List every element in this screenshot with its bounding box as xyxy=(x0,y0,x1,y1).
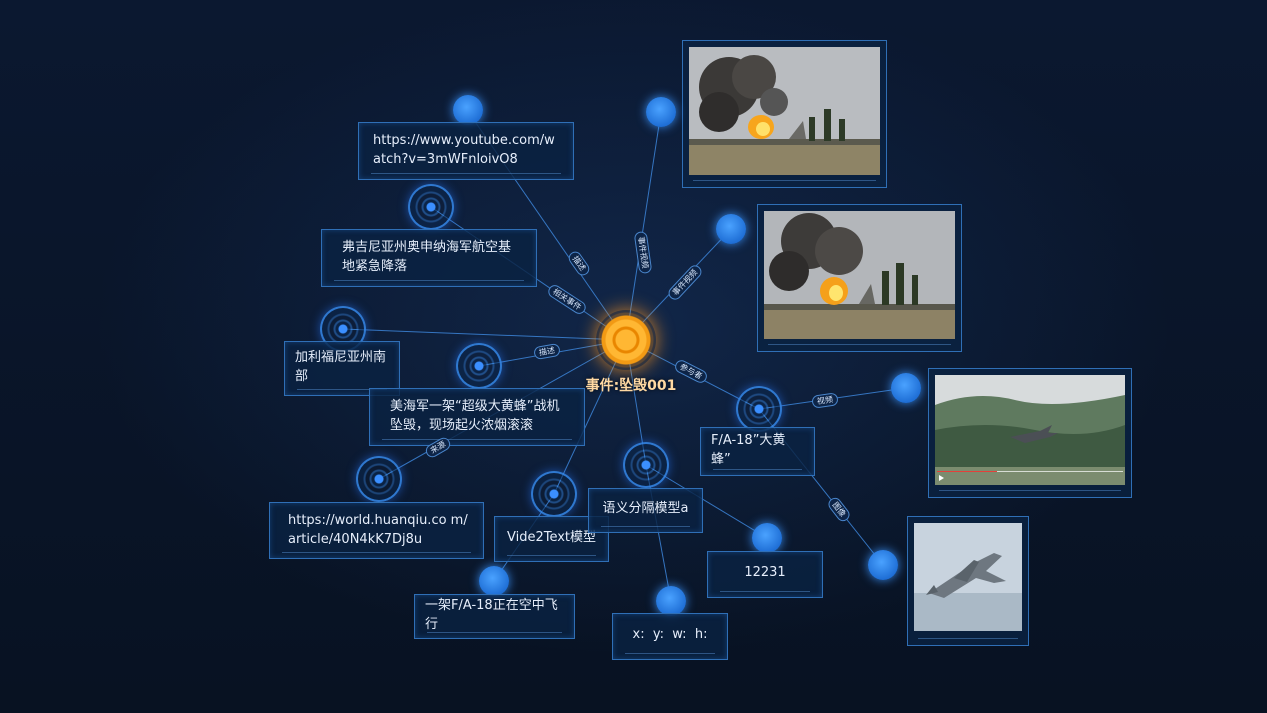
number-12231-text: 12231 xyxy=(744,565,786,580)
crash-photo-2[interactable] xyxy=(757,204,962,352)
semantic-model-card[interactable]: 语义分隔模型a xyxy=(588,488,703,533)
video-node-2[interactable] xyxy=(716,214,746,244)
takeoff-video-frame xyxy=(935,375,1125,485)
flying-node[interactable] xyxy=(479,566,509,596)
youtube-node[interactable] xyxy=(453,95,483,125)
california-south-text: 加利福尼亚州南部 xyxy=(295,349,387,384)
image-node[interactable] xyxy=(868,550,898,580)
crash-photo-1[interactable] xyxy=(682,40,887,188)
takeoff-video-node[interactable] xyxy=(891,373,921,403)
california-south-card[interactable]: 加利福尼亚州南部 xyxy=(284,341,400,396)
virginia-landing-card[interactable]: 弗吉尼亚州奥申纳海军航空基地紧急降落 xyxy=(321,229,537,287)
virginia-landing-text: 弗吉尼亚州奥申纳海军航空基地紧急降落 xyxy=(342,240,512,274)
crash-photo-2-image xyxy=(764,211,955,339)
bbox-fields-text: x: y: w: h: xyxy=(632,627,708,642)
huanqiu-url-text: https://world.huanqiu.co m/article/40N4k… xyxy=(288,513,468,547)
huanqiu-node[interactable] xyxy=(356,456,402,502)
flying-jet-image xyxy=(914,523,1022,631)
takeoff-video[interactable] xyxy=(928,368,1132,498)
hornet-node[interactable] xyxy=(736,386,782,432)
edge-semantic-12231 xyxy=(645,464,768,539)
crash-description-text: 美海军一架“超级大黄蜂”战机坠毁，现场起火浓烟滚滚 xyxy=(390,399,560,433)
vide2text-model-text: Vide2Text模型 xyxy=(506,529,597,545)
number-12231-card[interactable]: 12231 xyxy=(707,551,823,598)
vide2text-node[interactable] xyxy=(531,471,577,517)
flying-jet-photo[interactable] xyxy=(907,516,1029,646)
semantic-model-text: 语义分隔模型a xyxy=(602,501,689,516)
edge-hub-california xyxy=(342,328,627,341)
crash-description-card[interactable]: 美海军一架“超级大黄蜂”战机坠毁，现场起火浓烟滚滚 xyxy=(369,388,585,446)
fa18-hornet-card[interactable]: F/A-18”大黄蜂” xyxy=(700,427,815,476)
fa18-hornet-text: F/A-18”大黄蜂” xyxy=(711,432,786,467)
description-node[interactable] xyxy=(456,343,502,389)
virginia-node[interactable] xyxy=(408,184,454,230)
bbox-fields-card[interactable]: x: y: w: h: xyxy=(612,613,728,660)
fa18-flying-text: 一架F/A-18正在空中飞行 xyxy=(425,597,558,632)
event-hub-node[interactable] xyxy=(596,310,656,370)
edge-hub-video1 xyxy=(625,111,662,341)
fa18-flying-card[interactable]: 一架F/A-18正在空中飞行 xyxy=(414,594,575,639)
edge-semantic-bbox xyxy=(645,464,672,602)
crash-photo-1-image xyxy=(689,47,880,175)
video-node-1[interactable] xyxy=(646,97,676,127)
number-node[interactable] xyxy=(752,523,782,553)
bbox-node[interactable] xyxy=(656,586,686,616)
huanqiu-url-card[interactable]: https://world.huanqiu.co m/article/40N4k… xyxy=(269,502,484,559)
semantic-node[interactable] xyxy=(623,442,669,488)
youtube-url-card[interactable]: https://www.youtube.com/watch?v=3mWFnloi… xyxy=(358,122,574,180)
youtube-url-text: https://www.youtube.com/watch?v=3mWFnloi… xyxy=(373,133,555,167)
event-hub-label: 事件:坠毁001 xyxy=(585,378,677,394)
